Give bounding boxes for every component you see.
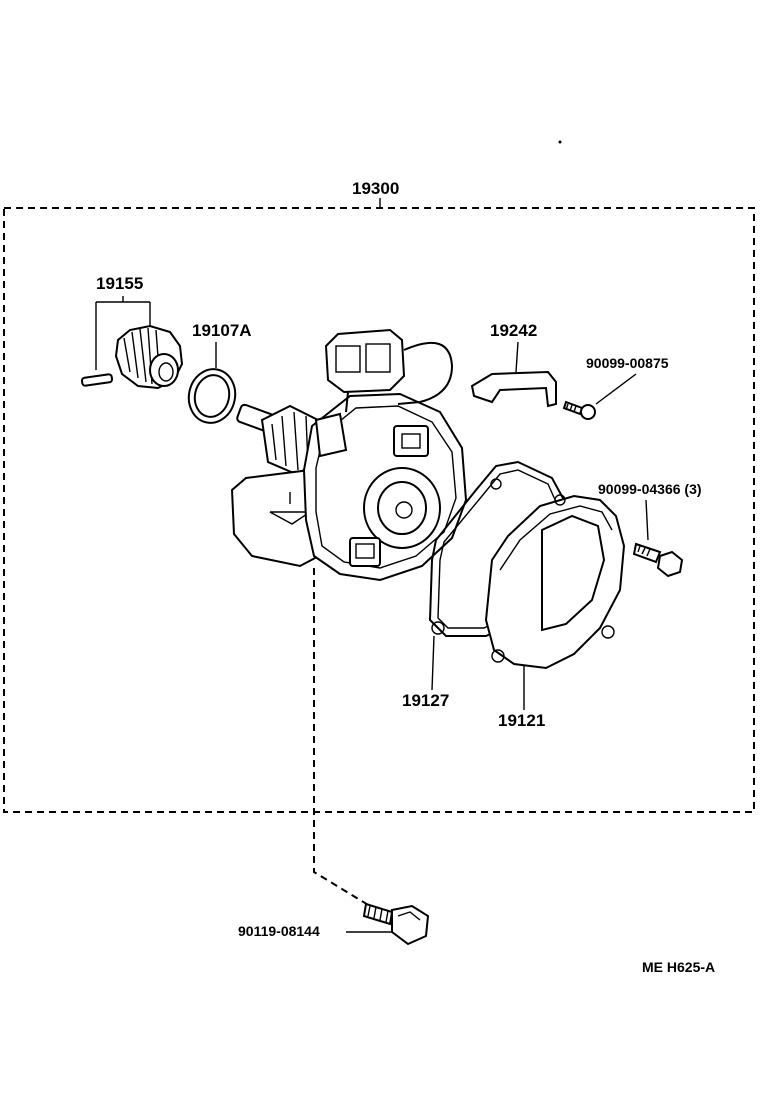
screw-part: 90099-00875 (562, 355, 669, 420)
part-number-90099-04366: 90099-04366 (3) (598, 481, 702, 497)
assembly-boundary (3, 207, 755, 813)
assembly-label: 19300 (352, 179, 399, 198)
part-number-90099-00875: 90099-00875 (586, 355, 669, 371)
part-number-19127: 19127 (402, 691, 449, 710)
bracket-part: 19242 (470, 321, 557, 408)
o-ring-part: 19107A (187, 321, 252, 424)
distributor-cap-part: 19121 (484, 494, 626, 730)
cap-bolt-part: 90099-04366 (3) (598, 481, 702, 578)
drive-gear-part: 19155 (80, 274, 184, 390)
part-number-19242: 19242 (490, 321, 537, 340)
part-number-90119-08144: 90119-08144 (238, 923, 320, 939)
part-number-19121: 19121 (498, 711, 545, 730)
mounting-bolt-part: 90119-08144 (238, 568, 430, 946)
diagram-reference-code: ME H625-A (642, 959, 715, 975)
part-number-19107a: 19107A (192, 321, 252, 340)
distributor-housing (230, 328, 468, 582)
part-number-19155: 19155 (96, 274, 143, 293)
